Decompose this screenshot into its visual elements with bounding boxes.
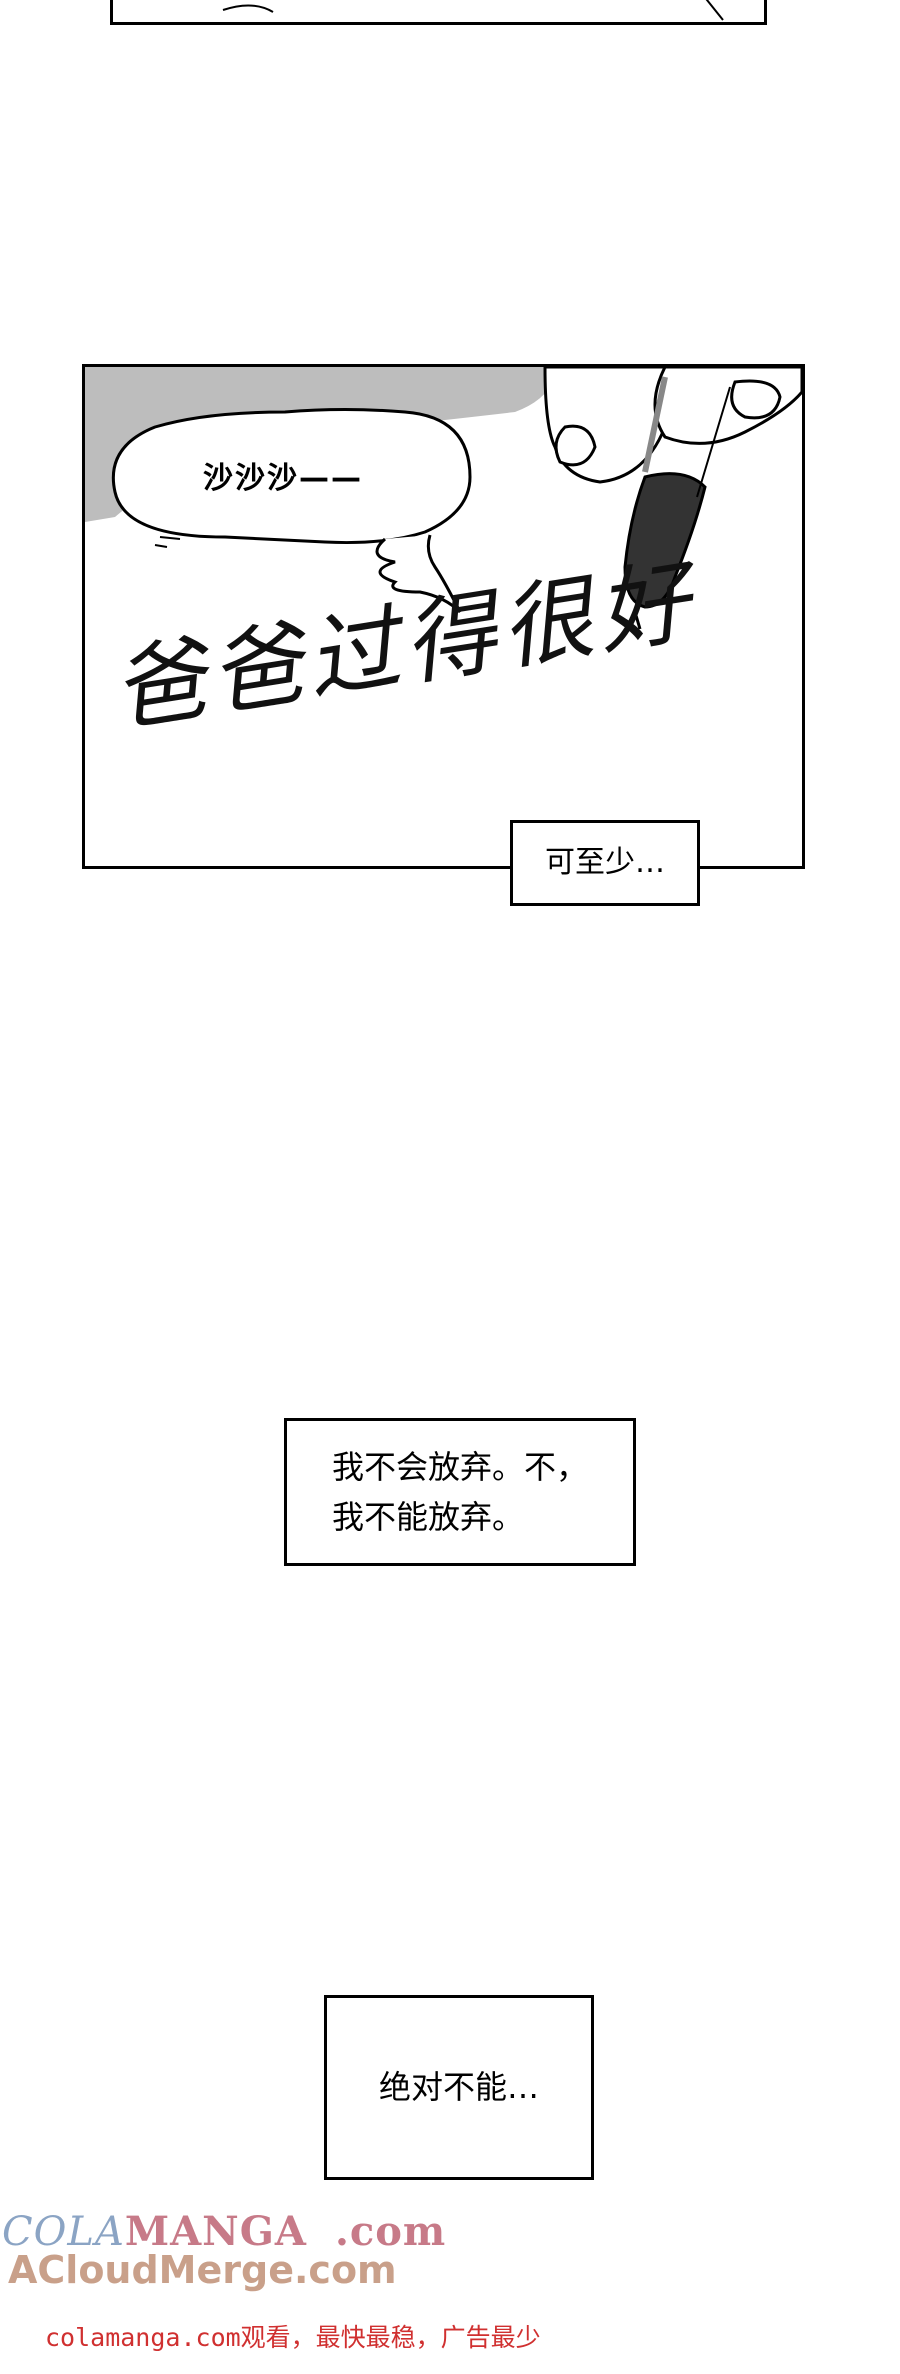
caption-text-2-line-1: 我不会放弃。不，	[331, 1448, 588, 1486]
top-panel-sketch	[222, 0, 724, 21]
caption-text-2-line-2: 我不能放弃。	[331, 1498, 524, 1536]
sound-effect-text: 沙沙沙——	[203, 461, 363, 496]
caption-box-2: 我不会放弃。不， 我不能放弃。	[284, 1418, 636, 1566]
watermark-colamanga: COLAMANGA .com	[2, 2208, 446, 2255]
caption-text-3: 绝对不能…	[378, 2068, 539, 2107]
footer-ad-text[interactable]: colamanga.com观看，最快最稳，广告最少	[45, 2323, 541, 2352]
caption-box-1: 可至少…	[510, 820, 700, 906]
panel-illustration	[85, 367, 802, 630]
watermark-manga: MANGA	[124, 2208, 307, 2255]
watermark-cola: COLA	[2, 2209, 125, 2255]
art-panel: 沙沙沙—— 爸爸过得很好	[82, 364, 805, 869]
watermark-com: .com	[334, 2208, 447, 2255]
top-panel-fragment	[110, 0, 767, 25]
watermark-acloudmerge: ACloudMerge.com	[8, 2248, 397, 2292]
caption-box-3: 绝对不能…	[324, 1995, 594, 2180]
caption-text-1: 可至少…	[545, 845, 665, 880]
caption-text-2: 我不会放弃。不， 我不能放弃。	[332, 1442, 588, 1542]
